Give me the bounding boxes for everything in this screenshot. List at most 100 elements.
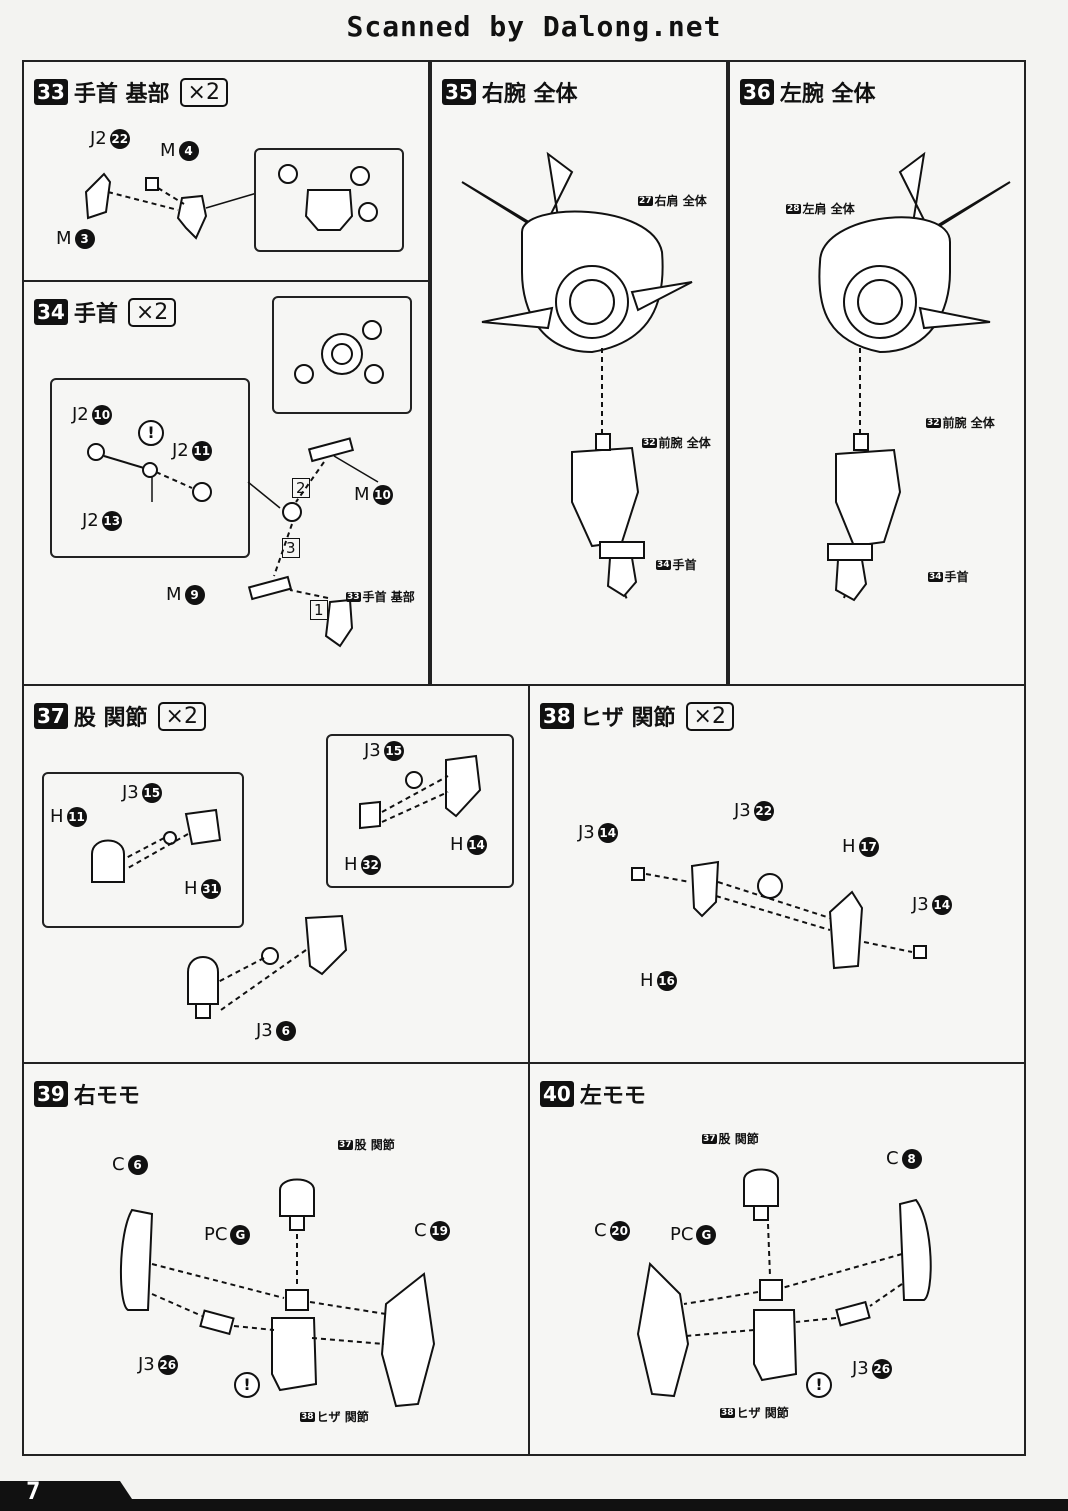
quantity-badge: ×2 — [685, 701, 734, 731]
step-number: 35 — [442, 79, 476, 105]
detail-inset-left — [42, 772, 244, 928]
caution-icon: ! — [234, 1372, 260, 1398]
wrist-base-diagram — [84, 172, 274, 240]
caution-icon: ! — [138, 420, 164, 446]
quantity-badge: ×2 — [157, 701, 206, 731]
sequence-marker: 2 — [292, 478, 310, 498]
step-number: 37 — [34, 703, 68, 729]
detail-diagram — [91, 808, 222, 883]
detail-diagram — [294, 320, 384, 384]
sequence-marker: 1 — [310, 600, 328, 620]
hip-joint-diagram — [187, 914, 348, 1019]
sequence-marker: 3 — [282, 538, 300, 558]
right-arm-diagram — [461, 151, 693, 603]
detail-diagram — [87, 443, 212, 502]
step-36-heading: 36 左腕 全体 — [740, 76, 876, 108]
step-title: 右モモ — [73, 1084, 140, 1109]
step-title: 手首 — [73, 302, 118, 327]
step-number: 39 — [34, 1081, 68, 1107]
detail-inset-top — [272, 296, 412, 414]
quantity-badge: ×2 — [127, 297, 177, 327]
step-number: 38 — [540, 703, 574, 729]
step-40-heading: 40 左モモ — [540, 1078, 646, 1110]
left-arm-diagram — [818, 151, 1011, 599]
step-title: ヒザ 関節 — [579, 706, 676, 731]
right-thigh-diagram — [119, 1178, 436, 1408]
step-35-heading: 35 右腕 全体 — [442, 76, 578, 108]
step-number: 36 — [740, 79, 774, 105]
detail-diagram — [278, 164, 378, 231]
step-33-heading: 33 手首 基部 ×2 — [34, 76, 228, 108]
step-title: 左腕 全体 — [779, 82, 876, 107]
page-number: 7 — [26, 1477, 41, 1505]
step-34-heading: 34 手首 ×2 — [34, 296, 177, 328]
step-38-heading: 38 ヒザ 関節 ×2 — [540, 700, 734, 732]
left-thigh-diagram — [636, 1168, 932, 1398]
step-37-heading: 37 股 関節 ×2 — [34, 700, 206, 732]
detail-inset-right — [326, 734, 514, 888]
knee-joint-diagram — [631, 860, 927, 970]
wrist-part — [599, 541, 645, 598]
step-number: 40 — [540, 1081, 574, 1107]
wrist-assembly-diagram — [247, 437, 379, 648]
step-title: 股 関節 — [73, 706, 148, 731]
step-number: 33 — [34, 79, 68, 105]
step-title: 手首 基部 — [73, 82, 170, 107]
detail-inset-left: ! — [50, 378, 250, 558]
page-footer-bar — [0, 1481, 1068, 1511]
caution-icon: ! — [806, 1372, 832, 1398]
step-39-heading: 39 右モモ — [34, 1078, 140, 1110]
wrist-part — [827, 543, 873, 602]
quantity-badge: ×2 — [179, 77, 228, 107]
step-title: 左モモ — [579, 1084, 646, 1109]
scan-header: Scanned by Dalong.net — [346, 10, 722, 43]
detail-diagram — [359, 754, 482, 830]
step-title: 右腕 全体 — [481, 82, 578, 107]
